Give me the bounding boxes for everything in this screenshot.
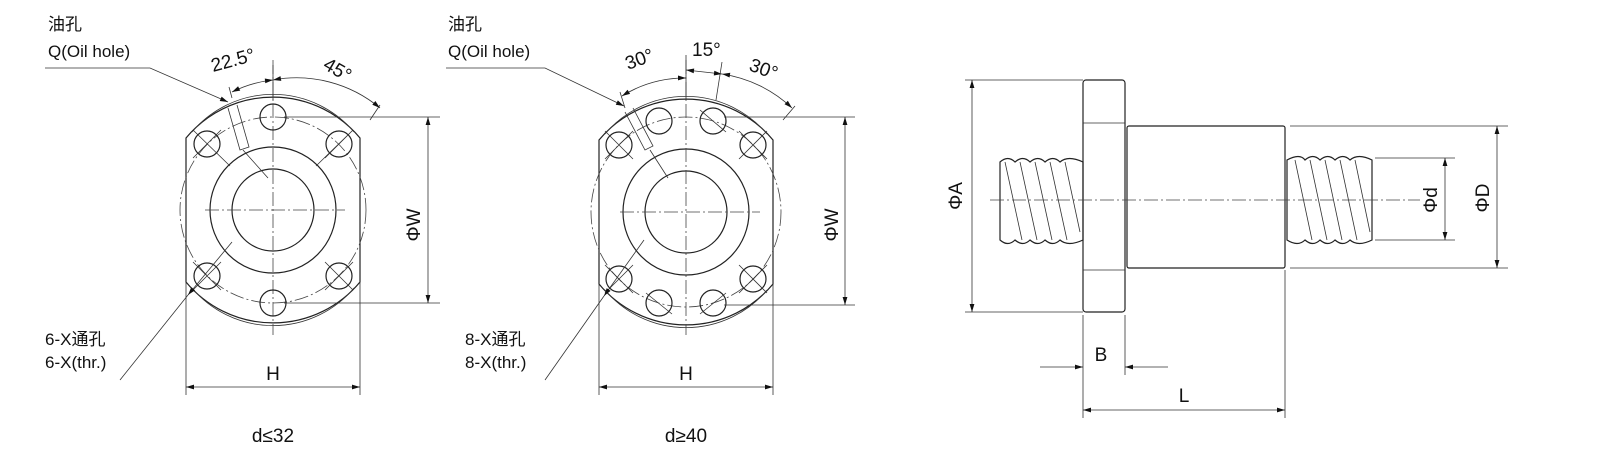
angle-label-30-right: 30° [746,55,780,85]
angle-label-45: 45° [320,54,355,87]
dim-b-label: B [1095,345,1108,366]
screw-shaft-left [999,157,1084,245]
holes-label-en: 6-X(thr.) [45,353,106,372]
caption-d-ge-40: d≥40 [665,426,707,447]
dim-w-label: ΦW [404,208,425,241]
holes-label-cn: 8-X通孔 [465,330,525,349]
angle-label-30-left: 30° [623,45,657,75]
dim-l-label: L [1179,386,1190,407]
hex-flange [1082,79,1126,313]
dim-h-label: H [266,364,280,385]
bolt-holes [604,107,768,317]
oil-hole [624,107,669,179]
dim-a-label: ΦA [946,182,967,210]
side-view: ΦA Φd ΦD B L [946,79,1508,418]
oil-hole-label-en: Q(Oil hole) [48,42,130,61]
dim-h-label: H [679,364,693,385]
oil-hole [227,104,269,179]
dim-d-small-label: Φd [1421,187,1442,213]
oil-hole-label-cn: 油孔 [48,15,82,34]
front-view-6-hole: 22.5° 45° 油孔 Q(Oil hole) ΦW 6-X通孔 6-X(th… [45,15,440,447]
dim-d-large-label: ΦD [1473,184,1494,213]
oil-hole-label-cn: 油孔 [448,15,482,34]
holes-label-en: 8-X(thr.) [465,353,526,372]
nut-body [1126,125,1286,269]
dim-w-label: ΦW [822,208,843,241]
angle-label-15: 15° [692,40,721,61]
angle-label-22-5: 22.5° [209,45,257,77]
oil-hole-label-en: Q(Oil hole) [448,42,530,61]
holes-label-cn: 6-X通孔 [45,330,105,349]
front-view-8-hole: 30° 15° 30° 油孔 Q(Oil hole) ΦW 8-X通孔 8-X(… [446,15,855,447]
caption-d-le-32: d≤32 [252,426,294,447]
bolt-holes [192,103,354,317]
